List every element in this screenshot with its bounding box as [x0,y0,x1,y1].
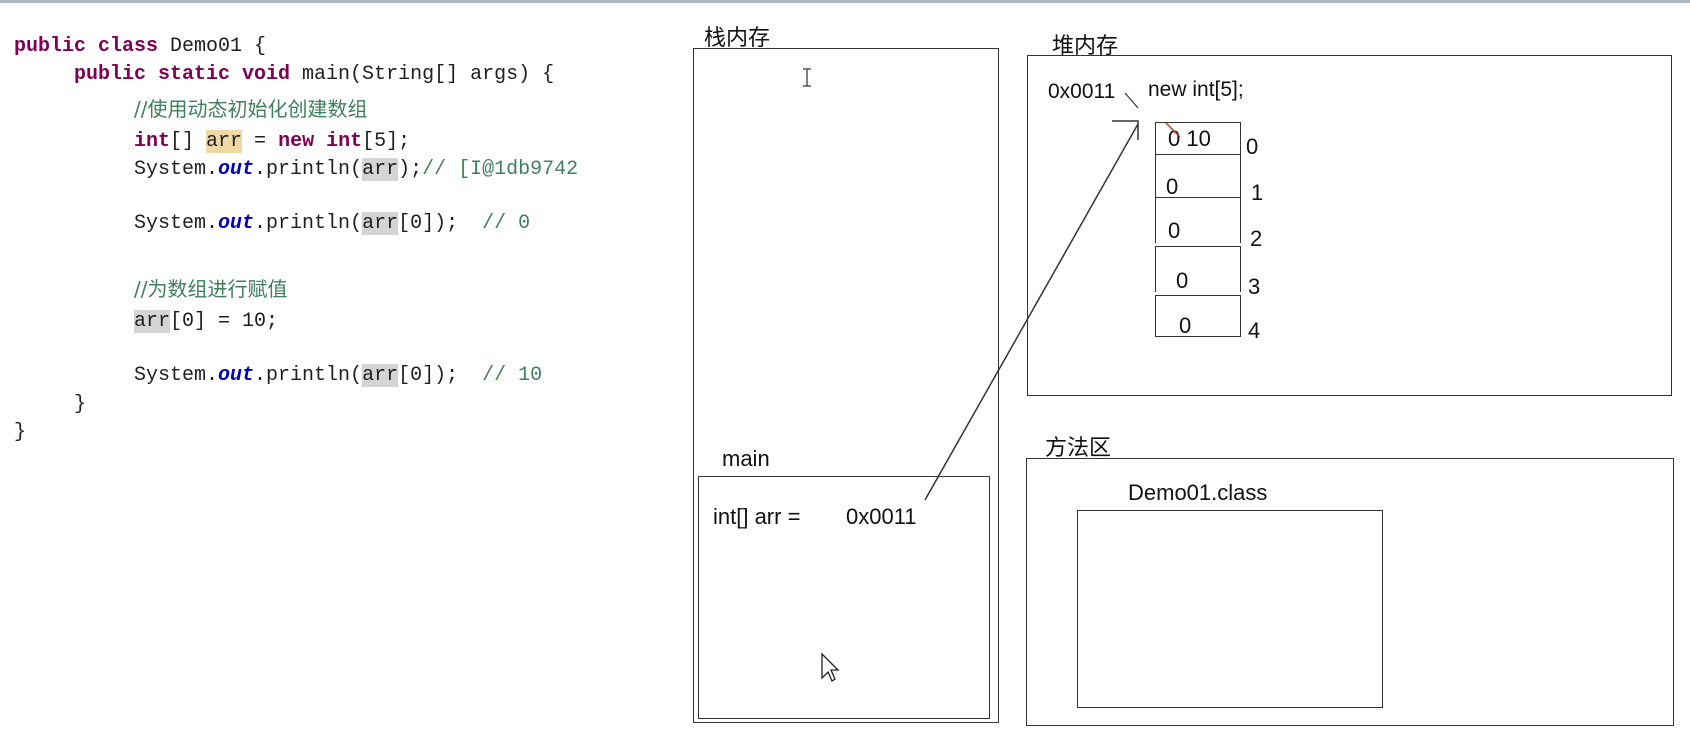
code-line-1: public class Demo01 { [14,34,266,60]
code-line-6: System.out.println(arr[0]); // 0 [134,211,530,237]
array-cell [1155,154,1241,200]
code-text: Demo01 { [158,35,267,58]
main-stack-frame [698,476,990,719]
code-line-9: System.out.println(arr[0]); // 10 [134,363,542,389]
keyword: int [134,130,171,153]
highlighted-variable: arr [134,310,171,333]
code-text: main(String[] args) { [290,63,555,86]
array-index: 1 [1251,180,1264,205]
method-area-box [1026,458,1674,726]
array-index: 3 [1248,274,1261,299]
stack-variable-label: int[] arr = [713,504,801,529]
code-text: = [242,130,279,153]
highlighted-variable: arr [362,212,399,235]
code-comment: //使用动态初始化创建数组 [134,97,368,121]
highlighted-variable: arr [206,130,243,153]
code-text: .println( [254,364,363,387]
array-index: 2 [1250,226,1263,251]
array-cell [1155,122,1241,168]
code-line-2: public static void main(String[] args) { [74,62,554,88]
highlighted-variable: arr [362,364,399,387]
highlighted-variable: arr [362,158,399,181]
array-cell [1155,295,1241,337]
top-border [0,0,1690,3]
heap-object-address: 0x0011 [1048,80,1116,103]
array-index: 4 [1248,318,1261,343]
heap-memory-title: 堆内存 [1052,33,1119,58]
class-label: Demo01.class [1128,480,1268,505]
code-comment: // 0 [482,212,531,235]
code-text: System. [134,158,219,181]
heap-memory-box [1027,55,1672,396]
code-text: [0]); [398,212,483,235]
code-text: [0]); [398,364,483,387]
code-text: .println( [254,158,363,181]
keyword: public class [14,35,159,58]
code-line-4: int[] arr = new int[5]; [134,129,410,155]
static-field: out [218,212,255,235]
code-text: [5]; [362,130,411,153]
class-box [1077,510,1383,708]
keyword: new int [278,130,363,153]
array-cell-value: 0 [1179,313,1192,338]
code-text: System. [134,212,219,235]
code-text: System. [134,364,219,387]
array-cell [1155,197,1241,243]
array-index: 0 [1246,134,1259,159]
static-field: out [218,158,255,181]
code-text: ); [398,158,423,181]
array-cell-value: 0 10 [1168,126,1211,151]
keyword: public static void [74,63,291,86]
code-line-8: arr[0] = 10; [134,309,278,335]
code-comment: // 10 [482,364,543,387]
stack-memory-title: 栈内存 [704,25,771,50]
array-cell-value: 0 [1176,268,1189,293]
static-field: out [218,364,255,387]
code-text: .println( [254,212,363,235]
code-text: [] [170,130,207,153]
stack-variable-address: 0x0011 [846,504,917,529]
code-comment: // [I@1db9742 [422,158,579,181]
main-frame-label: main [722,446,770,471]
array-cell-value: 0 [1168,218,1181,243]
array-cell [1155,246,1241,292]
code-text: [0] = 10; [170,310,279,333]
array-cell-value: 0 [1166,174,1179,199]
code-comment: //为数组进行赋值 [134,277,288,301]
closing-brace: } [74,393,87,416]
heap-object-expression: new int[5]; [1148,78,1244,101]
code-line-5: System.out.println(arr);// [I@1db9742 [134,157,578,183]
closing-brace: } [14,421,27,444]
